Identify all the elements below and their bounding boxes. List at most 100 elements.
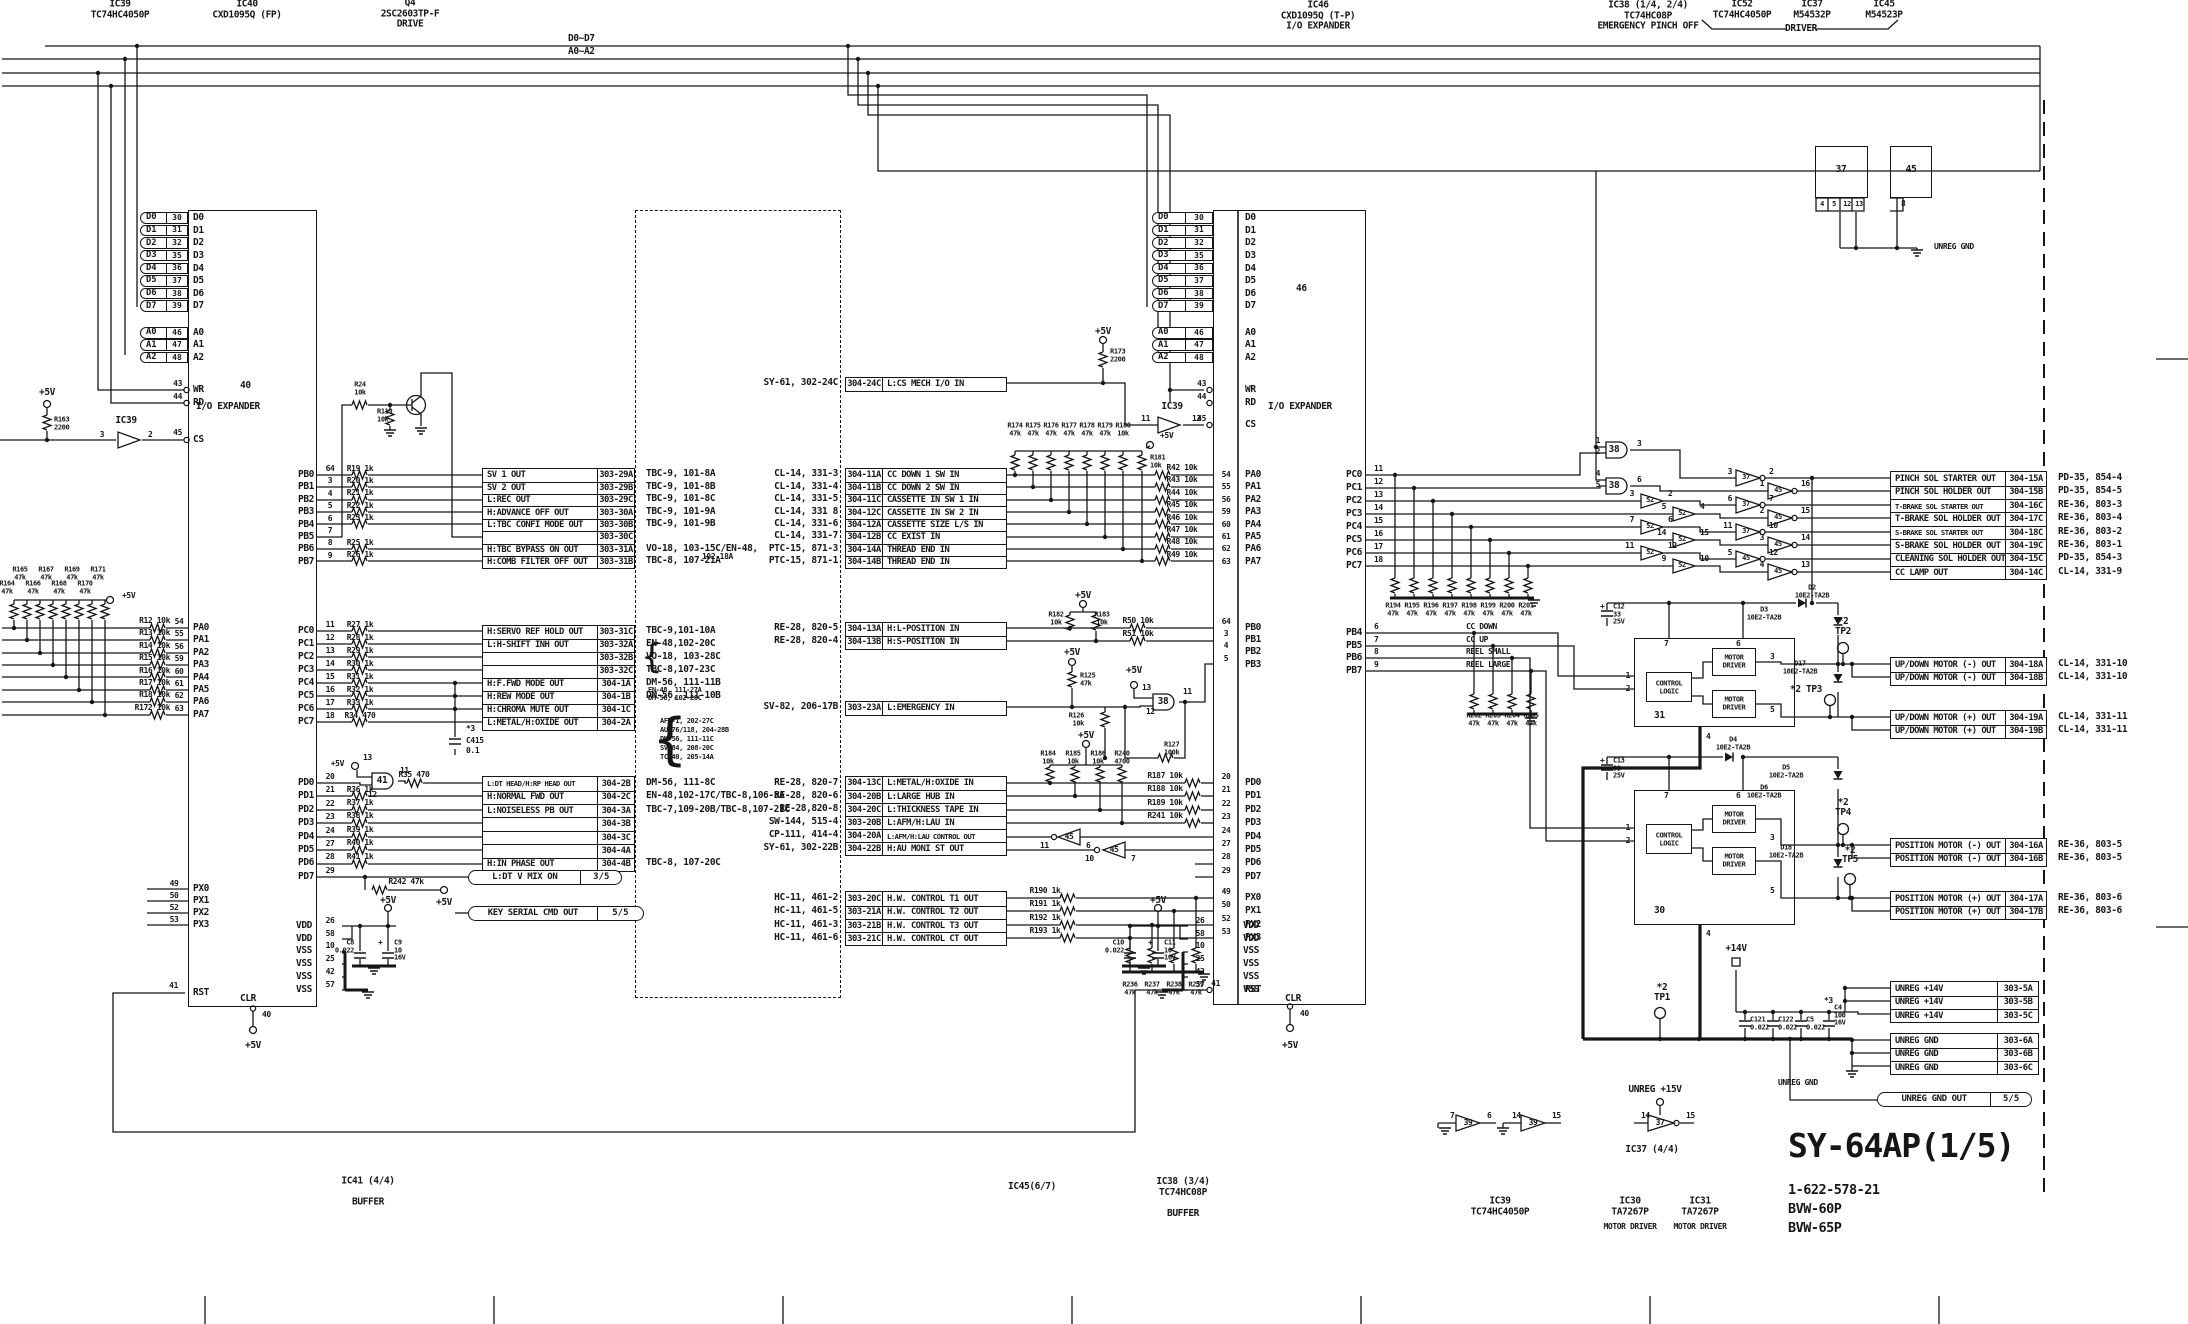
port-label: R164 47k [0, 579, 15, 595]
schematic-label: WR [193, 383, 204, 395]
signal-code: 304-20A [846, 830, 883, 843]
dest-ref: TBC-8, 107-21A [646, 554, 721, 566]
source-ref: CL-14, 331 8 [774, 505, 838, 517]
signal-code: 303-23A [846, 701, 883, 715]
port-label: 59 [174, 653, 184, 663]
port-label: PB0 [298, 468, 314, 480]
schematic-label: EN-48, 111-27A [648, 686, 702, 695]
schematic-label: 45 [1109, 844, 1119, 854]
port-label: PD1 [1245, 790, 1261, 802]
signal-code: 304-12C [846, 507, 883, 519]
schematic-label: 41 [1211, 978, 1220, 988]
dest-ref: CL-14, 331-11 [2058, 724, 2128, 736]
port-label: 20 [1221, 771, 1231, 781]
signal-code: 304-14C [2005, 567, 2046, 580]
port-label: PD0 [1245, 776, 1261, 788]
schematic-label: 14 [1512, 1110, 1521, 1120]
pin-name: D3 [146, 250, 157, 261]
signal-name: L:TBC CONFI MODE OUT [487, 520, 583, 531]
pin-number: 38 [166, 288, 187, 299]
dest-ref: TBC-9, 101-8A [646, 468, 716, 480]
schematic-label: 5 [1595, 479, 1601, 489]
port-label: R193 1k [1029, 925, 1061, 935]
pin-number: 46 [166, 328, 187, 338]
port-label: PX3 [1245, 931, 1261, 943]
port-label: 10 [1195, 941, 1205, 951]
port-label: R192 1k [1029, 912, 1061, 922]
port-label: 58 [325, 928, 335, 938]
signal-name: L:CS MECH I/O IN [887, 378, 964, 389]
schematic-label: IC46 CXD1095Q (T-P) I/O EXPANDER [1280, 0, 1356, 32]
signal-name: H:NORMAL FWD OUT [487, 792, 564, 803]
schematic-label: 4 [1706, 928, 1711, 938]
signal-name [483, 832, 597, 844]
schematic-label: 52 [1678, 509, 1686, 518]
port-label: 62 [1221, 544, 1231, 554]
port-label: 10 [325, 941, 335, 951]
port-label: 14 [325, 658, 335, 668]
schematic-label: R126 10k [1068, 711, 1085, 727]
port-label: R200 47k [1499, 601, 1515, 617]
port-label: 22 [1221, 798, 1231, 808]
schematic-label: 2 [148, 429, 153, 439]
schematic-label: 6 [1637, 474, 1642, 484]
signal-code: 304-16C [2005, 500, 2046, 513]
port-label: 15 [325, 671, 335, 681]
port-label: R169 47k [64, 565, 80, 581]
schematic-label: 31 [1654, 709, 1665, 721]
schematic-label: MOTOR DRIVER [1722, 852, 1746, 868]
pin-number: 37 [166, 276, 187, 286]
dest-ref: DM-56, 111-10B [646, 689, 721, 701]
schematic-label: 6 [1727, 493, 1733, 503]
port-label: PD6 [298, 857, 314, 869]
port-label: 57 [325, 979, 335, 989]
port-label: D7 [193, 300, 204, 312]
schematic-label: 15 [1700, 527, 1709, 537]
port-label: PB4 [298, 518, 314, 530]
port-label: VSS [296, 983, 312, 995]
schematic-label: 37 [1742, 500, 1750, 509]
port-label: R187 10k [1147, 770, 1183, 780]
schematic-label: 11 [1141, 413, 1150, 423]
source-ref: SY-61, 302-22B [763, 841, 839, 853]
port-label: R33 1k [346, 697, 374, 707]
signal-name: UNREG GND [1895, 1062, 1939, 1073]
schematic-label: DRIVER [1785, 22, 1817, 34]
port-label: PX1 [193, 894, 209, 906]
port-label: R16 10k [139, 665, 170, 675]
schematic-label: 45 [1774, 567, 1782, 576]
schematic-label: TP1 [1654, 991, 1670, 1003]
port-label: R202 47k [1466, 711, 1482, 727]
port-label: 4 [1223, 641, 1229, 651]
port-label: R12 10k [139, 615, 170, 625]
port-label: R17 10k [139, 677, 170, 687]
signal-code: 304-20B [846, 791, 883, 804]
port-label: 16 [1374, 528, 1383, 538]
schematic-label: 6 [1668, 514, 1673, 524]
port-label: D6 [1245, 287, 1256, 299]
port-label: 52 [169, 902, 179, 912]
port-label: R204 47k [1504, 711, 1520, 727]
schematic-label: 4 [1700, 501, 1705, 511]
port-label: 15 [1374, 515, 1383, 525]
schematic-label: 43 [173, 378, 182, 388]
motor-driver-30a [1712, 805, 1756, 833]
port-label: PX2 [1245, 918, 1261, 930]
schematic-label: +5V [39, 386, 55, 398]
source-ref: CP-111, 414-4 [768, 828, 839, 840]
pin-number: 31 [1185, 225, 1212, 236]
schematic-label: 11 [1183, 686, 1192, 696]
schematic-label: + [1148, 937, 1153, 947]
signal-name: POSITION MOTOR (+) OUT [1895, 907, 2001, 918]
motor-block-31 [1634, 638, 1795, 727]
